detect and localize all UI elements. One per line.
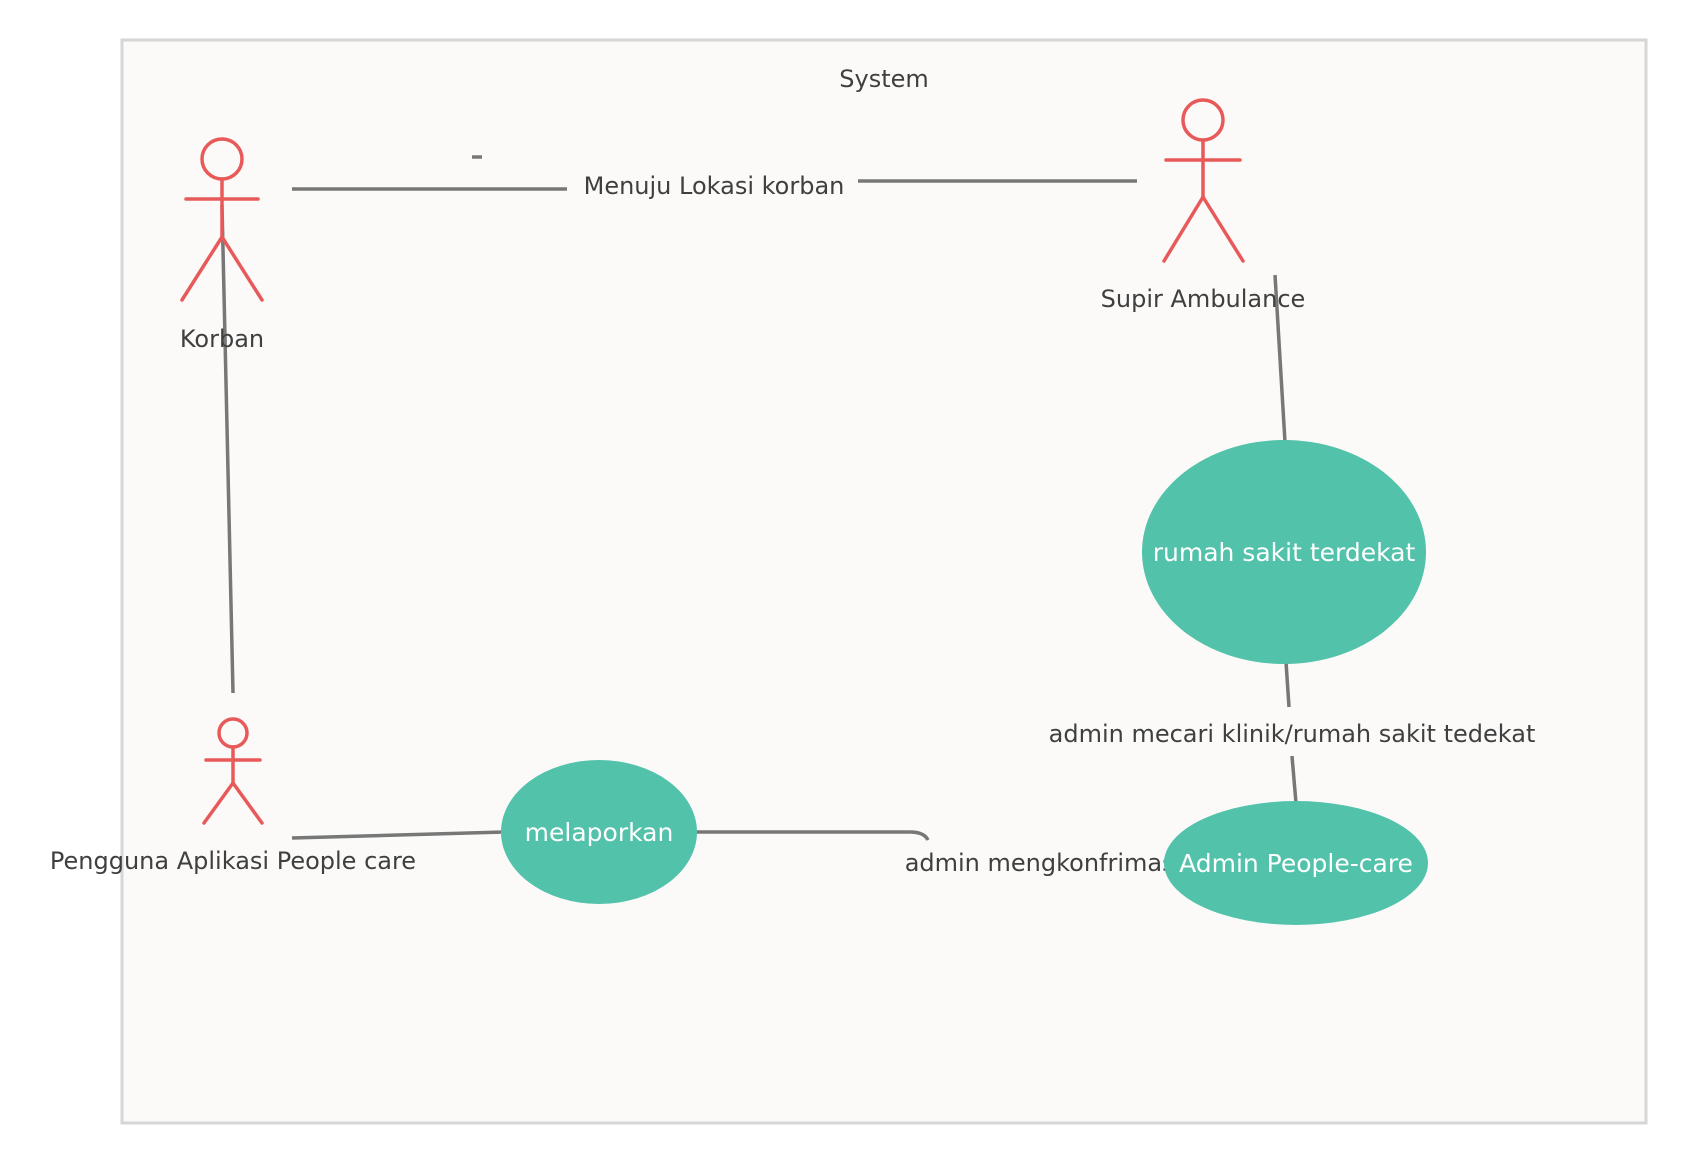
actor-supir-ambulance[interactable] — [1162, 98, 1245, 263]
connector-supir-rumahsakit[interactable] — [1273, 274, 1287, 443]
actor-pengguna-leg-right — [231, 781, 264, 825]
relation-mecari-label: admin mecari klinik/rumah sakit tedekat — [1049, 720, 1536, 748]
use-case-rumah-sakit-label: rumah sakit terdekat — [1153, 538, 1416, 567]
use-case-rumah-sakit[interactable]: rumah sakit terdekat — [1142, 440, 1426, 664]
actor-korban[interactable] — [180, 137, 264, 302]
connector-korban-pengguna[interactable] — [220, 204, 235, 694]
use-case-melaporkan[interactable]: melaporkan — [501, 760, 697, 904]
actor-supir-label: Supir Ambulance — [1101, 285, 1306, 313]
relation-konfirmasi-label: admin mengkonfrimasi — [905, 849, 1182, 877]
actor-pengguna[interactable] — [202, 717, 264, 825]
actor-pengguna-leg-left — [202, 781, 235, 825]
actor-supir-leg-right — [1201, 195, 1245, 263]
use-case-admin-shape — [1164, 801, 1428, 925]
relation-menuju-label: Menuju Lokasi korban — [584, 172, 845, 200]
connector-rumahsakit-admin-top[interactable] — [1284, 661, 1291, 708]
actor-korban-leg-right — [220, 235, 264, 302]
actor-supir-leg-left — [1162, 195, 1205, 263]
actor-korban-label: Korban — [180, 325, 264, 353]
use-case-melaporkan-shape — [501, 760, 697, 904]
use-case-admin-label: Admin People-care — [1179, 849, 1413, 878]
actor-korban-leg-left — [180, 235, 224, 302]
connector-melaporkan-admin[interactable] — [696, 830, 930, 841]
connector-pengguna-melaporkan[interactable] — [291, 830, 505, 840]
use-case-rumah-sakit-shape — [1142, 440, 1426, 664]
actor-pengguna-label: Pengguna Aplikasi People care — [50, 847, 416, 875]
use-case-melaporkan-label: melaporkan — [525, 818, 674, 847]
connector-korban-supir[interactable] — [292, 179, 1137, 191]
system-title: System — [839, 65, 929, 93]
use-case-admin-people-care[interactable]: Admin People-care — [1164, 801, 1428, 925]
connector-rumahsakit-admin-bottom[interactable] — [1290, 755, 1298, 804]
